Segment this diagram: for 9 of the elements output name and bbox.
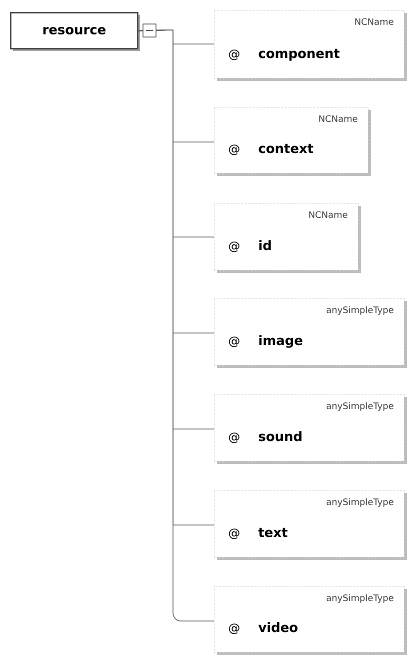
attribute-box: anySimpleType @ video bbox=[214, 586, 407, 655]
attribute-box: NCName @ component bbox=[214, 10, 407, 81]
element-box: resource bbox=[10, 12, 140, 51]
attribute-box: anySimpleType @ sound bbox=[214, 394, 407, 464]
attribute-box: anySimpleType @ text bbox=[214, 490, 407, 560]
attribute-box: anySimpleType @ image bbox=[214, 298, 407, 368]
attribute-box: NCName @ id bbox=[214, 203, 361, 273]
connector-line bbox=[138, 30, 214, 622]
attribute-box: NCName @ context bbox=[214, 107, 371, 176]
